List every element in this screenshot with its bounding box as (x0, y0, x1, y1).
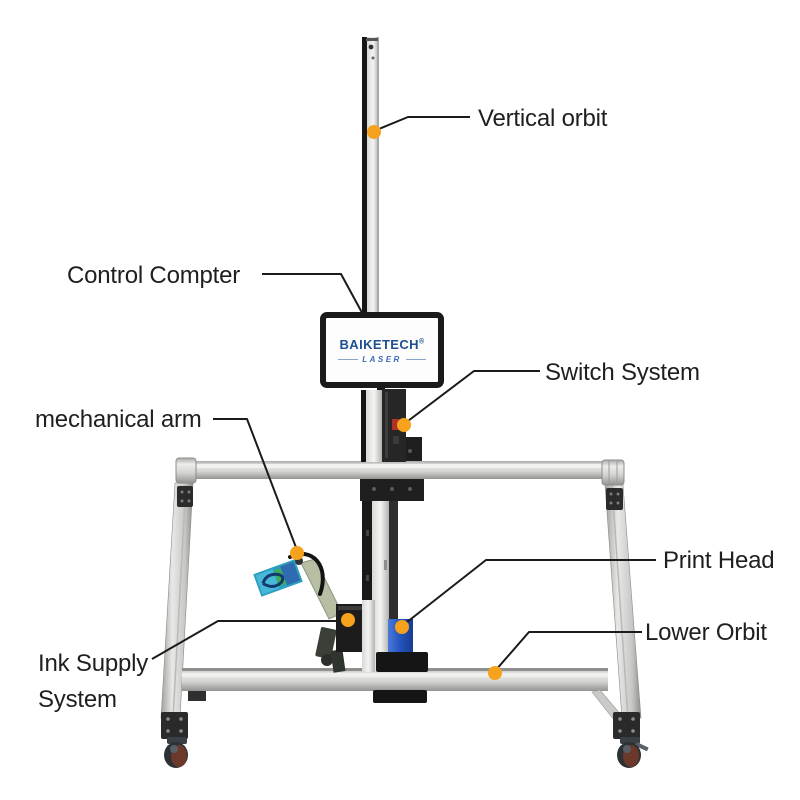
dot-ink-supply (341, 613, 355, 627)
ink-supply-graphic (315, 600, 375, 673)
dot-print-head (395, 620, 409, 634)
caster-right (613, 712, 649, 768)
label-mechanical-arm: mechanical arm (35, 406, 202, 433)
brand-logo: BAIKETECH® (339, 336, 425, 352)
label-switch-system: Switch System (545, 359, 700, 386)
logo-rule-right (405, 358, 426, 360)
lower-rail-column (360, 479, 424, 672)
dot-mechanical-arm (290, 546, 304, 560)
label-ink-supply-system: Ink Supply System (38, 650, 149, 713)
brand-sub-logo: LASER (338, 355, 426, 364)
mechanical-arm-graphic (253, 551, 343, 620)
caster-left (161, 712, 188, 768)
label-control-computer: Control Compter (67, 262, 241, 289)
dot-lower-orbit (488, 666, 502, 680)
leader-ink-supply (151, 620, 345, 660)
label-lower-orbit: Lower Orbit (645, 619, 767, 646)
logo-rule-left (338, 358, 359, 360)
right-leg (604, 484, 642, 719)
dot-switch-system (397, 418, 411, 432)
label-vertical-orbit: Vertical orbit (478, 105, 608, 132)
leader-switch-system (403, 370, 540, 425)
leader-print-head (401, 559, 656, 627)
leader-control-computer (262, 273, 367, 321)
dot-vertical-orbit (367, 125, 381, 139)
power-switch (392, 419, 399, 430)
callout-leader-lines (151, 116, 656, 672)
print-head-graphic (373, 619, 428, 703)
leader-vertical-orbit (373, 116, 470, 132)
leader-lower-orbit (494, 631, 642, 672)
switch-carriage (361, 389, 406, 462)
control-computer-screen: BAIKETECH® LASER (320, 312, 444, 388)
vertical-orbit-rail (362, 37, 379, 380)
leader-mechanical-arm (213, 418, 298, 551)
callout-dots (290, 125, 502, 680)
label-print-head: Print Head (663, 547, 775, 574)
